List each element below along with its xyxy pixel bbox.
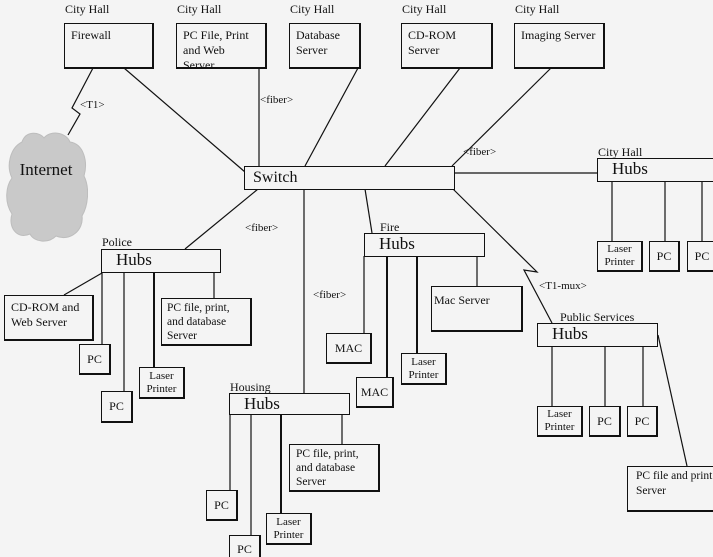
imaging-server-box: Imaging Server [514, 23, 605, 69]
pc: PC [101, 391, 133, 423]
internet-cloud: Internet [4, 128, 89, 243]
t1-link [67, 67, 94, 136]
pc: PC [687, 241, 713, 272]
laser-printer: Laser Printer [597, 241, 643, 272]
mac: MAC [326, 333, 372, 364]
internet-label: Internet [19, 160, 73, 179]
pc: PC [589, 406, 621, 437]
fire-hubs: Hubs [364, 233, 485, 257]
link-firewall-switch [123, 67, 246, 173]
link-switch-fire [364, 188, 373, 234]
pc-file-print-database-server: PC file, print, and database Server [289, 444, 380, 492]
location-label: City Hall [177, 2, 222, 16]
location-label: City Hall [290, 2, 335, 16]
location-label: Fire [380, 220, 400, 234]
switch-box: Switch [244, 166, 455, 190]
firewall-box: Firewall [64, 23, 154, 69]
laser-printer: Laser Printer [266, 513, 312, 545]
fiber-label: <fiber> [313, 289, 347, 301]
laser-printer: Laser Printer [537, 406, 583, 437]
mac-server: Mac Server [431, 286, 523, 332]
location-label: Police [102, 235, 132, 249]
location-label: Public Services [560, 310, 635, 324]
link-database-switch [304, 67, 359, 167]
pc-file-print-server: PC file and print Server [627, 466, 713, 512]
fiber-label: <fiber> [260, 94, 294, 106]
pc: PC [206, 490, 238, 521]
pc: PC [229, 535, 261, 557]
location-label: City Hall [402, 2, 447, 16]
cdrom-web-server: CD-ROM and Web Server [4, 295, 94, 341]
link-cdrom-switch [384, 67, 461, 167]
location-label: City Hall [598, 145, 643, 159]
fiber-label: <fiber> [245, 222, 279, 234]
pc: PC [79, 344, 111, 375]
t1-mux-label: <T1-mux> [539, 280, 587, 292]
location-label: City Hall [515, 2, 560, 16]
cloud-icon [6, 132, 89, 242]
mac: MAC [356, 377, 394, 408]
fiber-label: <fiber> [463, 146, 497, 158]
city-hall-hubs: Hubs [597, 158, 713, 182]
housing-hubs: Hubs [229, 393, 350, 415]
pc: PC [627, 406, 658, 437]
t1-mux-link [452, 188, 553, 324]
public-services-hubs: Hubs [537, 323, 658, 347]
database-server-box: Database Server [289, 23, 361, 69]
link-imaging-switch [451, 67, 552, 167]
pc: PC [649, 241, 680, 272]
laser-printer: Laser Printer [401, 353, 447, 385]
laser-printer: Laser Printer [139, 367, 185, 399]
pc-file-print-web-server-box: PC File, Print and Web Server [176, 23, 267, 72]
link-switch-police [184, 188, 259, 250]
pc-file-print-database-server: PC file, print, and database Server [161, 298, 252, 346]
police-hubs: Hubs [101, 249, 221, 273]
t1-label: <T1> [80, 99, 105, 111]
location-label: City Hall [65, 2, 110, 16]
location-label: Housing [230, 380, 271, 394]
cdrom-server-box: CD-ROM Server [401, 23, 493, 69]
